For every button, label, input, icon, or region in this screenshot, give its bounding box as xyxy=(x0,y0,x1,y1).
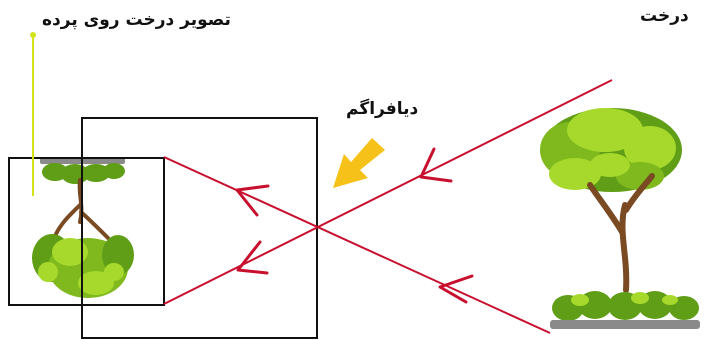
arrowhead-top-right xyxy=(421,149,451,181)
inverted-hedge xyxy=(42,163,125,184)
arrowhead-bottom-right xyxy=(440,276,472,302)
aperture-label: دیافراگم xyxy=(346,99,418,119)
tree-trunk xyxy=(590,176,652,290)
image-label-leader xyxy=(30,32,36,196)
aperture-pointer-arrow xyxy=(333,138,385,188)
arrowhead-upper-left xyxy=(237,186,268,215)
hedge-base xyxy=(550,320,700,329)
tree-crown xyxy=(540,108,682,192)
tree-object xyxy=(540,108,700,329)
tree-label: درخت xyxy=(640,6,689,26)
arrowhead-lower-left xyxy=(238,242,267,273)
ray-bottom xyxy=(164,157,550,333)
image-on-screen-label: تصویر درخت روی پرده xyxy=(42,10,231,30)
